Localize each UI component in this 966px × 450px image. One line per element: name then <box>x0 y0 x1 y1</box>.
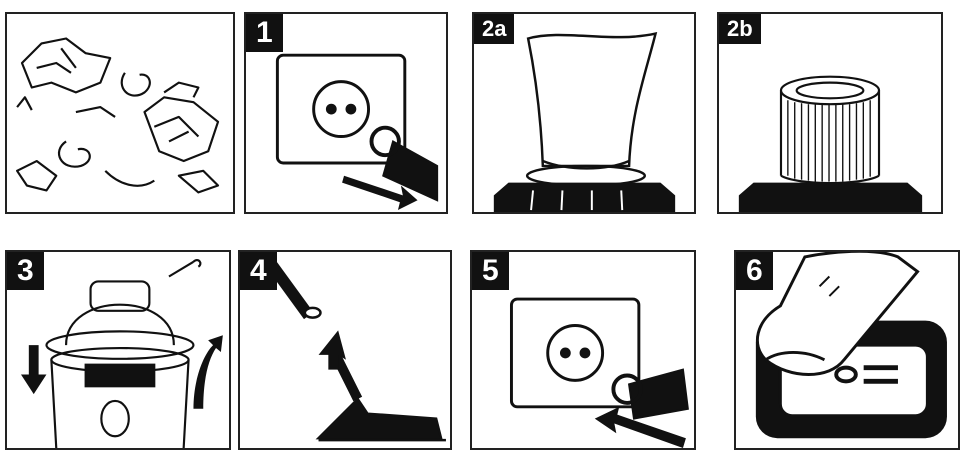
step-number-badge: 2a <box>474 14 514 44</box>
debris-icon <box>7 14 233 212</box>
dust-bag-icon <box>527 34 655 186</box>
step-number-badge: 2b <box>719 14 761 44</box>
socket-icon <box>511 299 638 407</box>
socket-icon <box>277 55 404 163</box>
vacuum-drum-icon <box>46 260 200 448</box>
step-number-badge: 5 <box>472 252 509 290</box>
step-number-badge: 1 <box>246 14 283 52</box>
panel-step-1: 1 <box>244 12 448 214</box>
plug-icon <box>613 370 687 419</box>
step-number-badge: 6 <box>736 252 773 290</box>
step-number-badge: 4 <box>240 252 277 290</box>
panel-step-2b: 2b <box>717 12 943 214</box>
panel-step-4: 4 <box>238 250 452 450</box>
panel-step-3: 3 <box>5 250 231 450</box>
panel-step-6: 6 <box>734 250 960 450</box>
hose-nozzle-icon <box>270 262 446 440</box>
panel-debris <box>5 12 235 214</box>
step-number-badge: 3 <box>7 252 44 290</box>
cartridge-filter-icon <box>781 77 879 183</box>
panel-step-2a: 2a <box>472 12 696 214</box>
panel-step-5: 5 <box>470 250 696 450</box>
